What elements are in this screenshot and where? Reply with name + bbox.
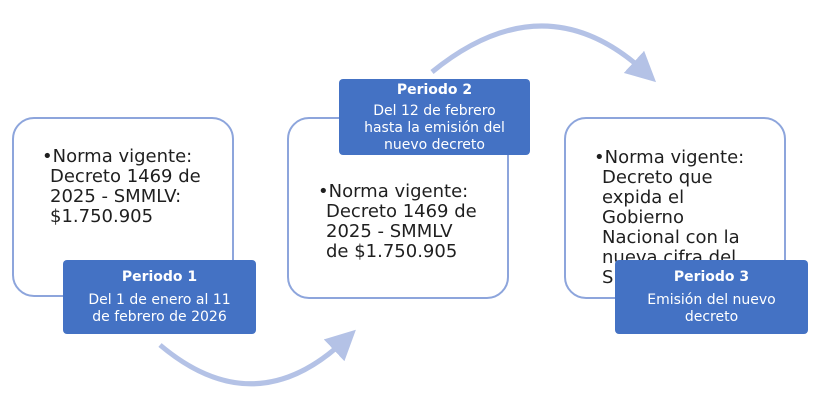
period-1-card: •Norma vigente: Decreto 1469 de 2025 - S…: [12, 117, 234, 297]
period-3-title: Periodo 3: [673, 269, 750, 285]
arrow-period2-to-period3: [430, 23, 657, 83]
period-3-card-text: •Norma vigente: Decreto que expida el Go…: [594, 147, 745, 288]
period-3-subtitle: Emisión del nuevo decreto: [647, 292, 776, 325]
period-1-card-text: •Norma vigente: Decreto 1469 de 2025 - S…: [42, 146, 201, 227]
period-2-title: Periodo 2: [396, 82, 473, 98]
period-2-subtitle: Del 12 de febrero hasta la emisión del n…: [364, 103, 505, 153]
period-2-label: Periodo 2 Del 12 de febrero hasta la emi…: [339, 79, 530, 155]
period-3-card: •Norma vigente: Decreto que expida el Go…: [564, 117, 786, 299]
period-1-title: Periodo 1: [121, 269, 198, 285]
arrow-period1-to-period2: [158, 329, 356, 387]
period-1-label: Periodo 1 Del 1 de enero al 11 de febrer…: [63, 260, 256, 334]
period-2-card-text: •Norma vigente: Decreto 1469 de 2025 - S…: [318, 181, 477, 262]
period-1-subtitle: Del 1 de enero al 11 de febrero de 2026: [88, 292, 231, 325]
period-3-label: Periodo 3 Emisión del nuevo decreto: [615, 260, 808, 334]
